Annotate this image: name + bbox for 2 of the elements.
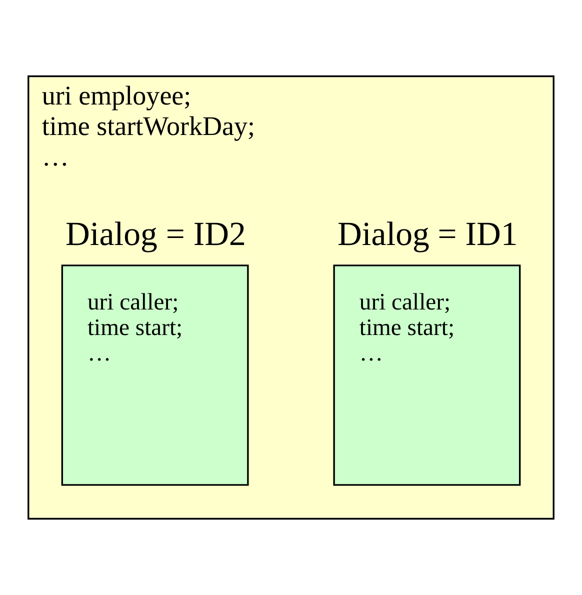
node-label: Dialog = ID2 [66, 216, 246, 254]
node-label: Dialog = ID1 [337, 216, 518, 254]
